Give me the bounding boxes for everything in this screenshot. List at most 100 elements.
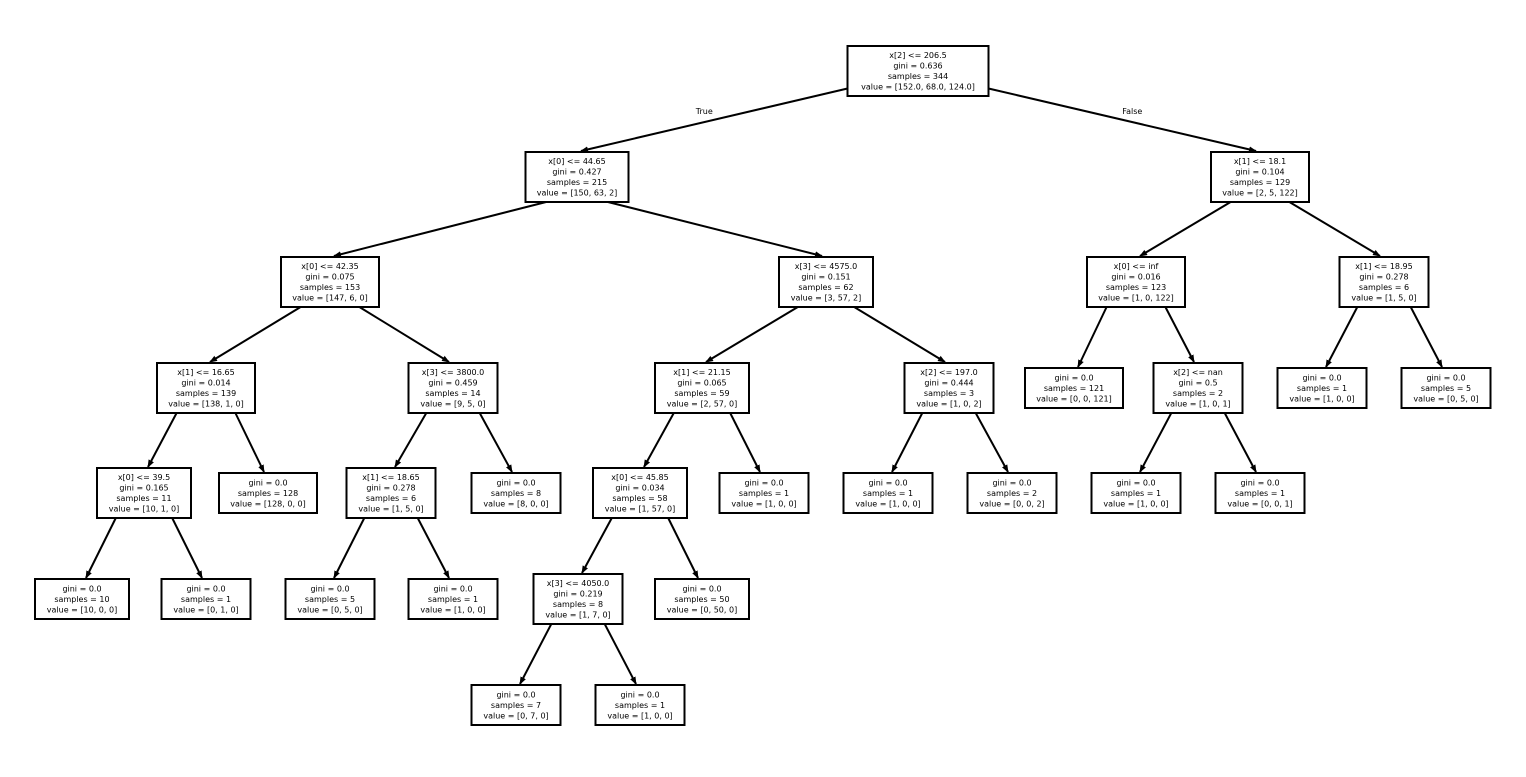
tree-node-text-line: samples = 8 <box>553 600 603 609</box>
tree-edge <box>729 412 761 473</box>
tree-node-text-line: gini = 0.016 <box>1111 273 1160 282</box>
tree-node-text-line: samples = 8 <box>491 489 541 498</box>
tree-node-text-line: samples = 6 <box>1359 283 1409 292</box>
tree-node-text-line: gini = 0.636 <box>893 62 942 71</box>
tree-node-text-line: gini = 0.0 <box>1116 478 1155 487</box>
tree-edge <box>209 306 302 363</box>
tree-node-text-line: gini = 0.065 <box>677 379 726 388</box>
tree-node-box <box>594 684 686 726</box>
tree-node-text-line: gini = 0.0 <box>248 478 287 487</box>
tree-edge <box>667 517 699 579</box>
tree-node-text-line: samples = 14 <box>425 389 480 398</box>
tree-edge <box>394 412 428 468</box>
tree-node-text-line: samples = 6 <box>366 494 416 503</box>
tree-edge <box>1139 201 1232 257</box>
tree-node-box <box>1086 256 1186 308</box>
tree-node-text-line: samples = 1 <box>1297 384 1347 393</box>
tree-node-box <box>156 362 256 414</box>
tree-node-text-line: value = [3, 57, 2] <box>791 294 861 303</box>
tree-node-text-line: samples = 7 <box>491 701 541 710</box>
tree-node-text-line: samples = 139 <box>176 389 236 398</box>
tree-node-text-line: value = [1, 0, 0] <box>607 711 672 720</box>
tree-edge <box>580 87 848 153</box>
tree-node-box <box>842 472 934 514</box>
tree-node-text-line: samples = 2 <box>1173 389 1223 398</box>
tree-edge <box>1409 306 1443 368</box>
tree-node-text-line: x[1] <= 21.15 <box>673 368 730 377</box>
tree-node-text-line: samples = 11 <box>116 494 171 503</box>
tree-edge <box>705 306 799 363</box>
tree-node-text-line: value = [1, 5, 0] <box>1351 294 1416 303</box>
tree-node-text-line: value = [1, 0, 122] <box>1098 294 1174 303</box>
tree-node-text-line: value = [2, 5, 122] <box>1222 189 1298 198</box>
tree-node-text-line: samples = 121 <box>1044 384 1104 393</box>
tree-node-text-line: x[0] <= 42.35 <box>301 262 358 271</box>
tree-node-box <box>218 472 318 514</box>
tree-edge <box>603 623 637 685</box>
tree-edge <box>607 201 823 258</box>
tree-node-text-line: gini = 0.278 <box>1359 273 1408 282</box>
tree-node-text-line: x[2] <= 197.0 <box>920 368 977 377</box>
tree-node-text-line: samples = 62 <box>798 283 853 292</box>
tree-edge <box>358 306 450 363</box>
tree-node-text-line: samples = 2 <box>987 489 1037 498</box>
tree-node-text-line: value = [138, 1, 0] <box>168 400 244 409</box>
tree-node-text-line: gini = 0.0 <box>682 584 721 593</box>
tree-node-box <box>1276 367 1368 409</box>
tree-node-text-line: x[1] <= 18.95 <box>1355 262 1412 271</box>
tree-node-text-line: samples = 215 <box>547 178 607 187</box>
tree-node-text-line: value = [1, 0, 0] <box>731 499 796 508</box>
tree-node-text-line: samples = 5 <box>305 595 355 604</box>
tree-node-text-line: value = [1, 0, 2] <box>916 400 981 409</box>
tree-node-text-line: value = [1, 0, 0] <box>420 605 485 614</box>
tree-node-text-line: gini = 0.0 <box>186 584 225 593</box>
tree-node-text-line: samples = 5 <box>1421 384 1471 393</box>
tree-node-box <box>654 578 750 620</box>
tree-node-box <box>470 684 562 726</box>
tree-node-text-line: value = [1, 0, 0] <box>1103 499 1168 508</box>
tree-node-text-line: value = [0, 0, 2] <box>979 499 1044 508</box>
tree-node-text-line: samples = 1 <box>615 701 665 710</box>
tree-node-text-line: x[3] <= 4575.0 <box>795 262 858 271</box>
tree-node-text-line: gini = 0.427 <box>552 168 601 177</box>
tree-node-text-line: samples = 123 <box>1106 283 1166 292</box>
tree-node-text-line: value = [128, 0, 0] <box>230 499 306 508</box>
tree-node-text-line: samples = 59 <box>674 389 729 398</box>
tree-node-text-line: x[3] <= 3800.0 <box>422 368 485 377</box>
tree-node-box <box>345 467 437 519</box>
tree-node-text-line: value = [150, 63, 2] <box>537 189 618 198</box>
tree-node-text-line: gini = 0.0 <box>433 584 472 593</box>
tree-node-box <box>1090 472 1182 514</box>
tree-node-box <box>778 256 874 308</box>
tree-node-text-line: gini = 0.0 <box>744 478 783 487</box>
tree-node-text-line: x[0] <= inf <box>1114 262 1159 271</box>
tree-node-box <box>592 467 688 519</box>
tree-node-text-line: samples = 1 <box>181 595 231 604</box>
tree-node-text-line: gini = 0.0 <box>496 478 535 487</box>
tree-edge <box>333 201 547 258</box>
tree-node-text-line: value = [1, 57, 0] <box>605 505 675 514</box>
tree-node-text-line: gini = 0.0 <box>496 690 535 699</box>
tree-node-box <box>1210 151 1310 203</box>
tree-edge <box>333 517 366 579</box>
tree-edge <box>1325 306 1359 368</box>
tree-node-text-line: gini = 0.5 <box>1178 379 1217 388</box>
tree-edge <box>147 412 178 468</box>
tree-node-text-line: samples = 10 <box>54 595 109 604</box>
tree-node-text-line: gini = 0.0 <box>1240 478 1279 487</box>
